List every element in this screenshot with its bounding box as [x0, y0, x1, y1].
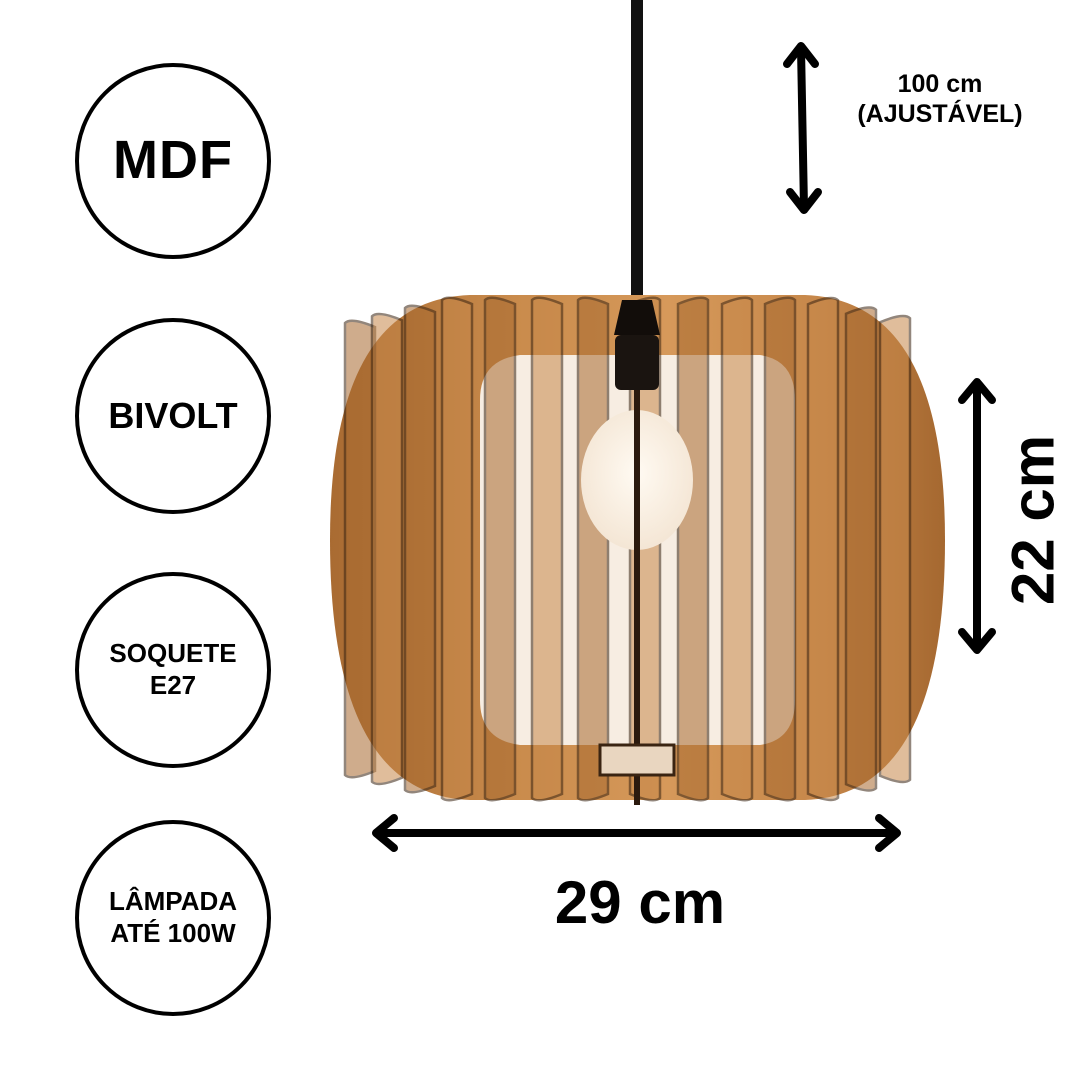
wood-slat — [530, 296, 564, 802]
material-badge: MDF — [75, 63, 271, 259]
cord-length-label: 100 cm (AJUSTÁVEL) — [820, 70, 1060, 129]
wood-slat — [440, 296, 474, 802]
bulb-text-line-1: LÂMPADA — [108, 886, 238, 917]
power-cord — [631, 0, 643, 300]
bulb-badge: LÂMPADA ATÉ 100W — [75, 820, 271, 1016]
cord-length-arrow — [783, 42, 822, 214]
center-rod — [634, 390, 640, 805]
wood-slat — [343, 319, 377, 779]
dimension-arrows — [372, 42, 996, 852]
wood-slat — [844, 306, 878, 792]
material-text: MDF — [113, 130, 233, 191]
wood-slat — [676, 296, 710, 802]
socket-text-line-2: E27 — [149, 670, 197, 700]
width-value: 29 cm — [554, 869, 726, 936]
voltage-badge: BIVOLT — [75, 318, 271, 514]
socket-text-line-1: SOQUETE — [109, 638, 237, 669]
width-arrow — [372, 814, 901, 852]
socket-badge: SOQUETE E27 — [75, 572, 271, 768]
wood-slat — [806, 296, 840, 802]
wood-slat — [403, 304, 437, 794]
bottom-hub — [598, 743, 676, 777]
height-value: 22 cm — [999, 434, 1067, 606]
bulb-socket — [615, 335, 659, 390]
socket-cap — [614, 300, 660, 335]
cord-length-value: 100 cm — [897, 70, 983, 98]
wood-slat — [878, 314, 912, 784]
wood-slat — [370, 312, 404, 786]
cord-adjustable-note: (AJUSTÁVEL) — [857, 99, 1023, 128]
wood-slat — [483, 296, 517, 802]
wood-slat — [720, 296, 754, 802]
bulb-text-line-2: ATÉ 100W — [110, 918, 236, 948]
voltage-text: BIVOLT — [108, 395, 238, 437]
height-arrow — [958, 378, 996, 654]
wood-slat — [763, 296, 797, 802]
wood-slat — [576, 296, 610, 802]
lamp-shade — [330, 295, 945, 805]
